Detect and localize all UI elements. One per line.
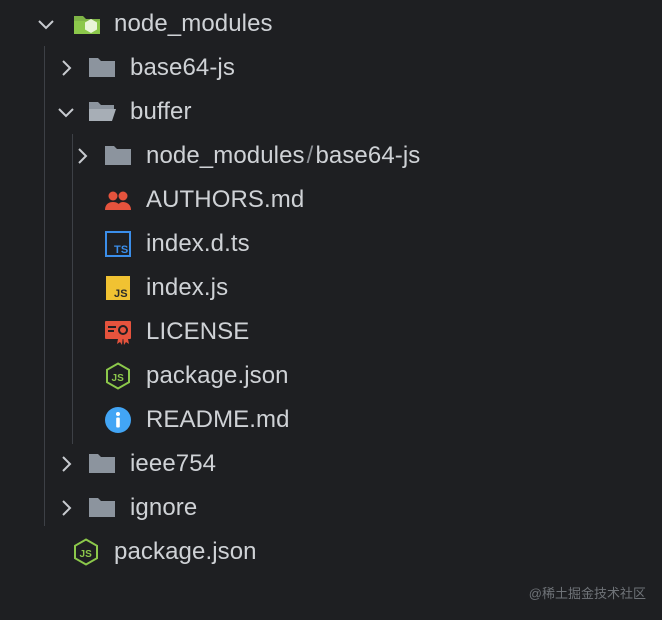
path-separator: / — [306, 142, 314, 169]
tree-item-readme-md[interactable]: README.md — [0, 398, 662, 442]
tree-item-label: ieee754 — [130, 450, 217, 477]
folder-icon — [88, 450, 116, 478]
tree-item-node-modules[interactable]: node_modules — [0, 2, 662, 46]
folder-icon — [88, 494, 116, 522]
folder-node-open-icon — [72, 10, 100, 38]
tree-item-buffer[interactable]: buffer — [0, 90, 662, 134]
tree-item-package-json-buffer[interactable]: JS package.json — [0, 354, 662, 398]
tree-item-label: index.d.ts — [146, 230, 250, 257]
chevron-right-icon[interactable] — [56, 498, 76, 518]
watermark: @稀土掘金技术社区 — [528, 586, 646, 601]
nodejs-icon: JS — [72, 538, 100, 566]
tree-item-label: index.js — [146, 274, 229, 301]
tree-item-label: ignore — [130, 494, 198, 521]
nodejs-icon: JS — [104, 362, 132, 390]
chevron-down-icon[interactable] — [36, 14, 56, 34]
svg-text:JS: JS — [112, 373, 125, 384]
tree-item-label: AUTHORS.md — [146, 186, 305, 213]
tree-item-authors-md[interactable]: AUTHORS.md — [0, 178, 662, 222]
tree-item-label: buffer — [130, 98, 192, 125]
tree-item-base64-js[interactable]: base64-js — [0, 46, 662, 90]
folder-icon — [104, 142, 132, 170]
indent-guide — [72, 134, 73, 444]
indent-guide — [44, 46, 45, 526]
chevron-down-icon[interactable] — [56, 102, 76, 122]
tree-item-ignore[interactable]: ignore — [0, 486, 662, 530]
people-icon — [104, 186, 132, 214]
tree-item-license[interactable]: LICENSE — [0, 310, 662, 354]
javascript-icon: JS — [104, 274, 132, 302]
tree-item-ieee754[interactable]: ieee754 — [0, 442, 662, 486]
tree-item-package-json-root[interactable]: JS package.json — [0, 530, 662, 574]
svg-text:TS: TS — [114, 244, 128, 256]
info-icon — [104, 406, 132, 434]
tree-item-label: package.json — [146, 362, 289, 389]
tree-item-index-js[interactable]: JS index.js — [0, 266, 662, 310]
tree-item-label: base64-js — [130, 54, 235, 81]
tree-item-index-d-ts[interactable]: TS index.d.ts — [0, 222, 662, 266]
svg-text:JS: JS — [114, 288, 128, 300]
svg-text:JS: JS — [80, 549, 93, 560]
tree-item-label: package.json — [114, 538, 257, 565]
typescript-icon: TS — [104, 230, 132, 258]
chevron-right-icon[interactable] — [56, 58, 76, 78]
tree-item-label: LICENSE — [146, 318, 250, 345]
chevron-right-icon[interactable] — [72, 146, 92, 166]
tree-item-buffer-node-modules-base64-js[interactable]: node_modules/base64-js — [0, 134, 662, 178]
folder-open-icon — [88, 98, 116, 126]
tree-item-label: base64-js — [315, 142, 421, 169]
tree-item-label: node_modules — [114, 10, 273, 37]
folder-icon — [88, 54, 116, 82]
chevron-right-icon[interactable] — [56, 454, 76, 474]
certificate-icon — [104, 318, 132, 346]
tree-item-label: README.md — [146, 406, 290, 433]
tree-item-label: node_modules — [146, 142, 305, 169]
